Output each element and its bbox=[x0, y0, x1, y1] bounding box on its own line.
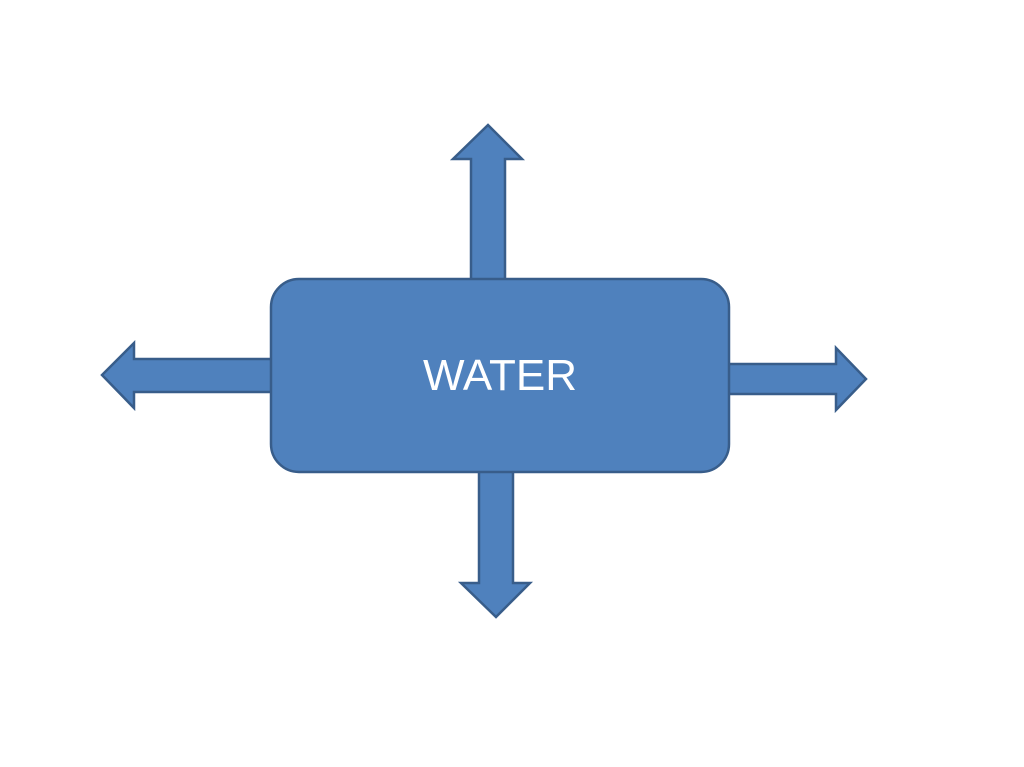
arrow-left bbox=[100, 339, 276, 412]
water-box bbox=[269, 277, 731, 474]
arrow-right bbox=[724, 344, 868, 414]
arrow-down bbox=[457, 466, 534, 619]
water-label: WATER bbox=[423, 350, 577, 400]
arrow-up bbox=[449, 123, 526, 284]
